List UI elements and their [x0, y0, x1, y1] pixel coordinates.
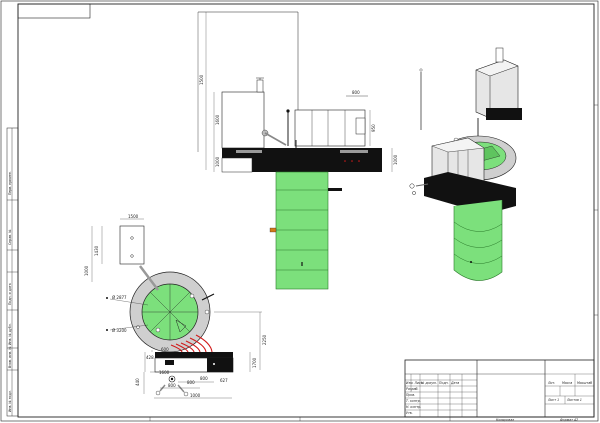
tb-row-izm: Изм. Лист — [406, 381, 423, 385]
strip-label-2: Справ. № — [8, 229, 12, 245]
strip-label-6: Инв. № подл. — [8, 390, 12, 412]
tb-format: Формат A2 — [560, 418, 578, 422]
dim-base-h1: 1000 — [215, 156, 220, 167]
tb-row-razrab: Разраб. — [406, 387, 419, 391]
tb-row-docnum: № докум. — [420, 381, 437, 385]
right-cabinet — [294, 109, 366, 147]
plan-view: 1500 1430 1000 Ø 2877 Ø 3200 — [84, 214, 267, 399]
base-platform-lower — [252, 158, 382, 172]
tb-row-utv: Утв. — [406, 411, 413, 415]
dim-b: 1600 — [159, 370, 170, 375]
heater-coils — [170, 334, 213, 353]
dim-side-w: 1500 — [128, 214, 139, 219]
strip-label-4: Инв. № дубл. — [8, 323, 12, 345]
dim-i: 600 — [161, 347, 169, 352]
title-block: Изм. Лист № докум. Подп. Дата Разраб. Пр… — [404, 359, 595, 422]
tb-scale: Масштаб — [577, 381, 592, 385]
iso-green-tank — [453, 200, 503, 281]
dim-bottom-h2: 1700 — [252, 357, 257, 368]
tb-row-prov: Пров. — [406, 393, 415, 397]
tb-copied: Копировал — [496, 418, 514, 422]
dim-left-unit-height: 1600 — [215, 114, 220, 125]
left-cabinet — [221, 91, 265, 149]
front-elevation-view: 1500 1600 800 950 1000 — [197, 11, 398, 290]
strip-label-3: Подп. и дата — [8, 283, 12, 305]
plan-cabinet-box — [119, 225, 145, 265]
tb-row-tkontr: Т. контр. — [406, 399, 421, 403]
strip-label-5: Взам. инв. № — [8, 346, 12, 368]
tb-sheet: Лист 1 — [547, 398, 559, 402]
dim-bottom-h1: 2250 — [262, 334, 267, 345]
dim-h: 1000 — [190, 393, 201, 398]
tb-lit: Лит. — [547, 381, 555, 385]
dim-base-h2: 1000 — [393, 154, 398, 165]
dim-g: 440 — [135, 378, 140, 386]
zone-ticks — [149, 104, 598, 421]
green-tank — [275, 171, 329, 290]
dim-d: 800 — [200, 376, 208, 381]
base-platform — [222, 148, 382, 158]
dim-f: 800 — [168, 383, 176, 388]
dim-c: 800 — [187, 380, 195, 385]
tb-sheets: Листов 1 — [566, 398, 582, 402]
tb-mass: Масса — [562, 381, 572, 385]
isometric-view — [409, 47, 522, 281]
dim-cabinet-width: 800 — [352, 90, 360, 95]
plan-base-frame — [155, 352, 233, 358]
dim-e: 627 — [220, 378, 228, 383]
dim-a: 428 — [146, 355, 154, 360]
left-binding-strip: Перв. примен. Справ. № Подп. и дата Инв.… — [6, 127, 19, 417]
strip-label-1: Перв. примен. — [8, 171, 12, 195]
tb-row-podp: Подп. — [439, 381, 449, 385]
top-left-stamp — [17, 3, 91, 19]
tb-row-date: Дата — [450, 381, 459, 385]
dim-diameter-large: Ø 3200 — [112, 328, 127, 333]
dim-side-h2: 1000 — [84, 265, 89, 276]
dim-diameter-small: Ø 2877 — [112, 295, 127, 300]
dim-cabinet-height: 950 — [371, 124, 376, 132]
dim-side-h1: 1430 — [94, 245, 99, 256]
dim-total-height: 1500 — [199, 74, 204, 85]
tb-row-nkontr: Н. контр. — [406, 405, 421, 409]
